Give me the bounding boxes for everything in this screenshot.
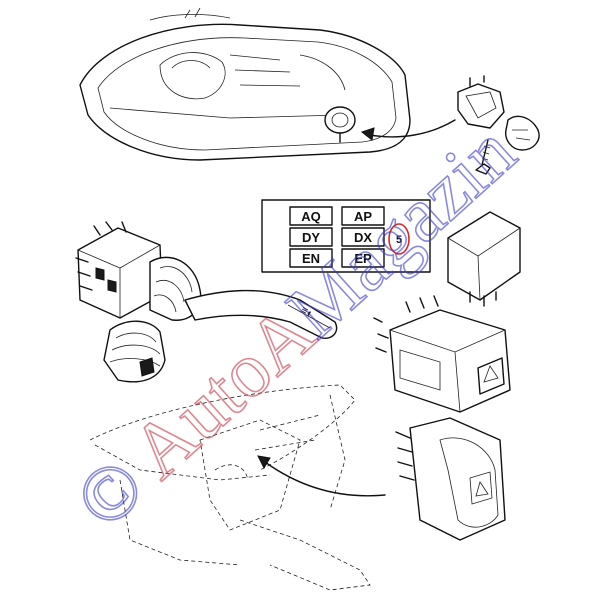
hazard-switch-upper <box>373 295 511 413</box>
bulb-holder <box>457 75 505 129</box>
indicator-stalk-switch: ≡◐ <box>75 221 338 339</box>
code-label-r0-c0: AQ <box>301 209 321 224</box>
code-table: AQ DY EN AP DX EP 5 <box>261 199 431 273</box>
rubber-boot <box>103 320 166 383</box>
relay <box>447 211 521 307</box>
bulb <box>505 115 540 151</box>
headlamp-assembly <box>79 7 411 161</box>
code-label-r1-c0: DY <box>302 230 320 245</box>
code-label-r2-c1: EP <box>354 251 372 266</box>
code-cell-r2-c0 <box>289 248 333 268</box>
callout-circle <box>388 223 410 255</box>
leader-arrowhead-dashboard <box>257 455 271 470</box>
code-label-r0-c1: AP <box>354 209 372 224</box>
hazard-switch-lower <box>395 417 506 541</box>
screw <box>475 139 491 175</box>
code-cell-r1-c0 <box>289 227 333 247</box>
code-label-r2-c0: EN <box>302 251 320 266</box>
code-label-r1-c1: DX <box>354 230 372 245</box>
code-cell-r2-c1 <box>341 248 385 268</box>
leader-arrow-bulb <box>369 119 456 138</box>
code-cell-r1-c1 <box>341 227 385 247</box>
callout-number: 5 <box>396 234 402 246</box>
dashboard-phantom <box>89 384 371 591</box>
code-cell-r0-c1 <box>341 206 385 226</box>
code-cell-r0-c0 <box>289 206 333 226</box>
leader-arrowhead-bulb <box>360 127 375 141</box>
leader-arrow-dashboard <box>264 461 386 497</box>
stalk-symbol-icon: ≡◐ <box>299 304 316 321</box>
